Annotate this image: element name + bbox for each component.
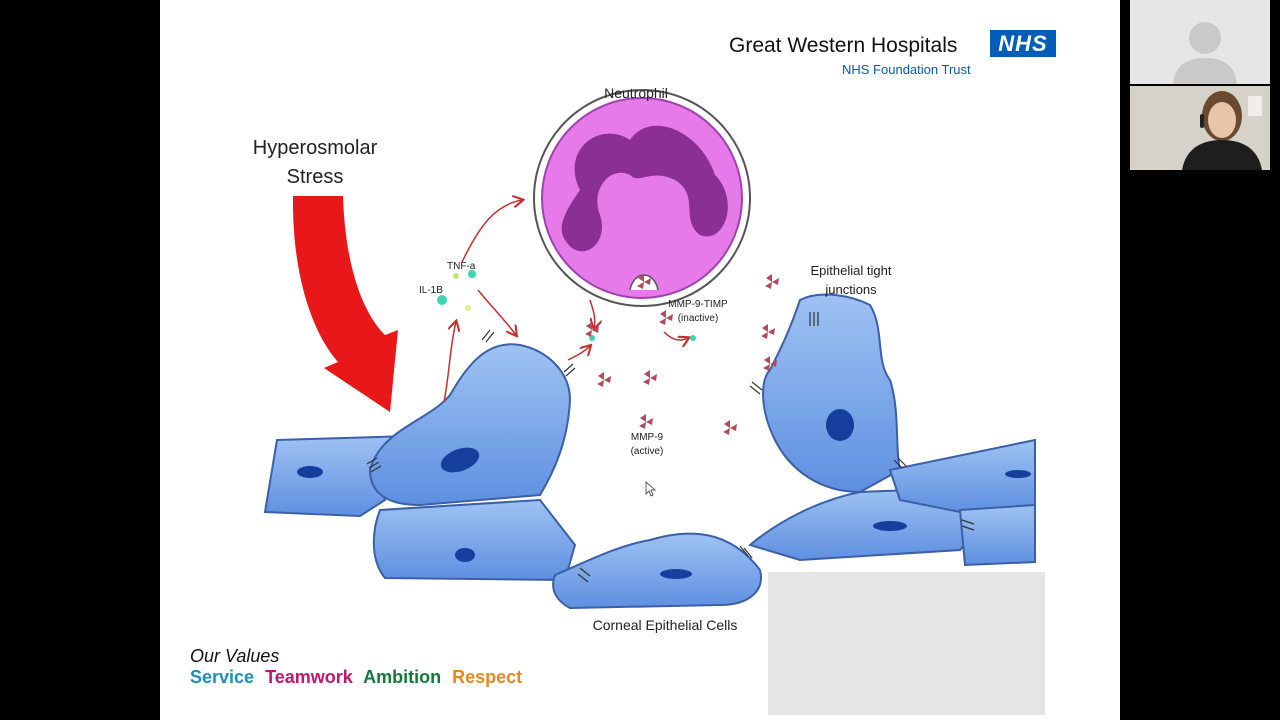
participant-tile[interactable] xyxy=(1130,0,1270,84)
junctions-label: junctions xyxy=(824,282,877,297)
nucleus xyxy=(440,447,480,473)
org-subtitle: NHS Foundation Trust xyxy=(842,62,971,77)
cell-left-lower xyxy=(372,498,577,582)
nucleus xyxy=(1005,470,1031,478)
mmp9-molecules xyxy=(585,274,779,435)
neutrophil-cell xyxy=(533,89,751,307)
cell-right-raised xyxy=(762,293,902,494)
neutrophil-label: Neutrophil xyxy=(604,85,668,101)
org-name: Great Western Hospitals xyxy=(729,34,958,57)
tnf-label: TNF-a xyxy=(447,261,476,272)
presentation-slide: Great Western Hospitals NHS NHS Foundati… xyxy=(160,0,1120,720)
presenter-video[interactable] xyxy=(1130,86,1270,170)
active-label: (active) xyxy=(631,446,664,457)
placeholder-block xyxy=(768,572,1045,715)
epithelial-cells xyxy=(263,293,1036,610)
inactive-label: (inactive) xyxy=(678,313,719,324)
nucleus xyxy=(297,466,323,478)
tight-junctions-label: Epithelial tight xyxy=(811,263,892,278)
neutrophil-nucleus xyxy=(561,125,728,252)
corneal-cells-label: Corneal Epithelial Cells xyxy=(593,617,738,633)
value-respect: Respect xyxy=(452,667,523,687)
presenter-avatar xyxy=(1130,86,1270,170)
nhs-logo: NHS xyxy=(990,30,1056,57)
nucleus xyxy=(826,409,854,441)
value-ambition: Ambition xyxy=(363,667,442,687)
value-service: Service xyxy=(190,667,255,687)
mmp9-timp-label: MMP-9-TIMP xyxy=(668,299,728,310)
participant-video-pane xyxy=(1120,0,1280,720)
mmp9-active-label: MMP-9 xyxy=(631,432,664,443)
value-teamwork: Teamwork xyxy=(265,667,353,687)
values-title: Our Values xyxy=(190,646,280,666)
cell-center-bottom xyxy=(552,532,762,610)
neutrophil-diagram: Hyperosmolar Stress Neutrophil TNF-a IL-… xyxy=(253,85,1036,633)
tight-junction-marks xyxy=(366,312,975,583)
stress-label: Stress xyxy=(287,166,344,188)
hyperosmolar-stress-arrow xyxy=(292,196,398,412)
il1b-label: IL-1B xyxy=(419,285,443,296)
values-list: Service Teamwork Ambition Respect xyxy=(190,667,528,688)
cytokine-arrows xyxy=(443,200,688,403)
person-placeholder-icon xyxy=(1173,22,1237,84)
cell-right-edge xyxy=(958,503,1036,567)
mouse-cursor-icon xyxy=(645,481,657,497)
cytokine-particles xyxy=(437,270,696,341)
nucleus xyxy=(873,521,907,531)
nucleus xyxy=(660,569,692,579)
hyperosmolar-label: Hyperosmolar xyxy=(253,137,378,159)
cell-nuclei xyxy=(297,409,1031,579)
nucleus xyxy=(455,548,475,562)
cell-left-raised xyxy=(368,343,572,507)
